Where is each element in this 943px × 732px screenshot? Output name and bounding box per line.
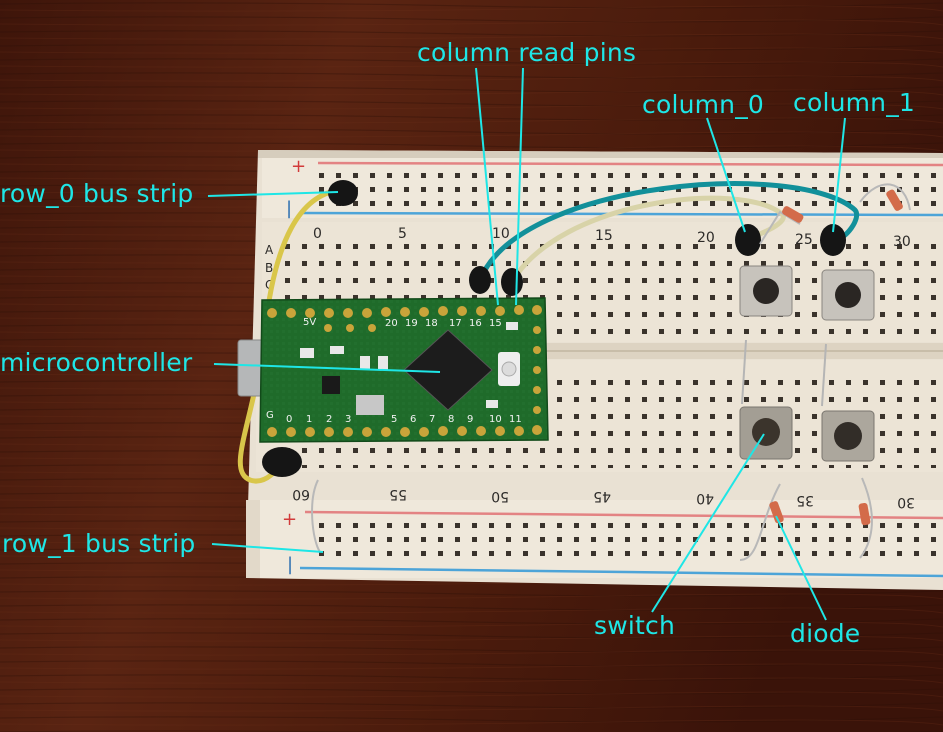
column-number: 25 — [795, 232, 813, 248]
label-column-0: column_0 — [642, 90, 765, 119]
label-microcontroller: microcontroller — [0, 348, 193, 377]
label-column-1: column_1 — [793, 88, 916, 117]
pin-label: 6 — [410, 414, 416, 425]
pin-label: 0 — [286, 414, 292, 425]
column-number: 55 — [389, 486, 407, 502]
row-letter: B — [265, 261, 273, 275]
mcu-chip — [403, 329, 493, 411]
column-number: 35 — [796, 492, 814, 508]
plus-mark-bottom: + — [282, 509, 297, 530]
row-letter: A — [265, 243, 274, 257]
minus-mark-bottom: | — [287, 554, 293, 575]
label-diode: diode — [790, 619, 861, 648]
column-number: 15 — [595, 228, 613, 244]
plus-mark-top: + — [291, 156, 306, 177]
pin-label: 15 — [489, 318, 502, 329]
pin-label: 8 — [448, 414, 454, 425]
pin-label: 18 — [425, 318, 438, 329]
column-number: 30 — [897, 494, 915, 510]
pin-label: 17 — [449, 318, 462, 329]
column-number: 50 — [491, 488, 509, 504]
pin-label: 19 — [405, 318, 418, 329]
cream-wire — [509, 195, 786, 285]
column-number: 5 — [398, 226, 407, 242]
label-row-1-bus-strip: row_1 bus strip — [2, 529, 196, 558]
pin-label: 9 — [467, 414, 473, 425]
column-number: 10 — [492, 226, 510, 242]
pin-label: 16 — [469, 318, 482, 329]
column-number: 60 — [292, 486, 310, 502]
annotation-lines — [207, 67, 846, 621]
column-number: 0 — [313, 226, 322, 242]
row-letter: C — [265, 278, 273, 292]
pin-label: 2 — [326, 414, 332, 425]
teal-wire — [477, 181, 860, 283]
pin-label: 3 — [345, 414, 351, 425]
diode-bodies — [769, 189, 903, 526]
pin-label: 10 — [489, 414, 502, 425]
diodes — [311, 183, 911, 561]
pin-label: 5V — [303, 317, 316, 328]
label-switch: switch — [594, 611, 676, 640]
switch-bottom-left — [739, 406, 793, 460]
yellow-wire — [237, 187, 343, 484]
column-number: 30 — [893, 234, 911, 250]
label-row-0-bus-strip: row_0 bus strip — [0, 179, 194, 208]
breadboard-markings: + | + | A B C 0 5 10 15 20 25 30 60 55 5… — [265, 156, 915, 575]
label-column-read-pins: column read pins — [417, 38, 637, 67]
switch-top-right — [821, 269, 875, 321]
pin-label: G — [266, 410, 274, 421]
pin-label: 20 — [385, 318, 398, 329]
column-number: 20 — [697, 230, 715, 246]
column-number: 40 — [696, 490, 714, 506]
pin-label: 7 — [429, 414, 435, 425]
minus-mark-top: | — [286, 198, 292, 219]
switch-bottom-right — [821, 410, 875, 462]
pin-label: 5 — [391, 414, 397, 425]
switch-top-left — [739, 265, 793, 317]
column-number: 45 — [593, 488, 611, 504]
pin-label: 1 — [306, 414, 312, 425]
tactile-switches — [739, 265, 875, 462]
pin-label: 11 — [509, 414, 522, 425]
